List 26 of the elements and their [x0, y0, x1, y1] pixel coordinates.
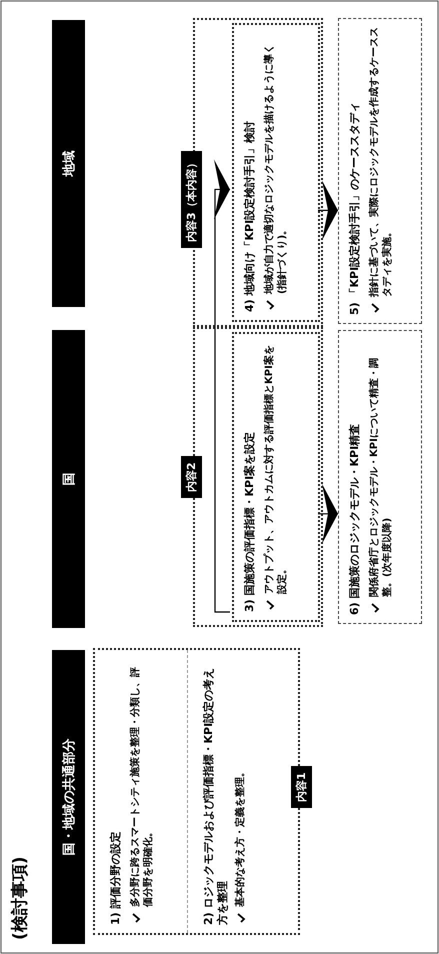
column-header: 地域 — [52, 20, 85, 307]
task-box — [338, 18, 422, 324]
column-header: 国・地域の共通部分 — [52, 650, 85, 944]
arrow — [318, 484, 338, 544]
task-description: アウトプット、アウトカムに対する評価指標とKPI案を設定。 — [263, 344, 289, 594]
task-heading: 5) 「KPI設定検討手引」のケーススタディ — [348, 100, 362, 315]
group-tag: 内容3（本内容） — [181, 151, 202, 248]
task-box — [232, 23, 320, 322]
title: (検討事項) — [9, 856, 31, 940]
group-tag: 内容2 — [181, 456, 202, 498]
task-heading: 2) ロジックモデルおよび評価指標・KPI設定の考え方を整理 — [202, 666, 230, 925]
task-heading: 1) 評価分野の設定 — [109, 830, 123, 925]
task-description: 地域が自力で適切なロジックモデルを描けるように導く(指針づくり)。 — [263, 43, 289, 294]
task-heading: 3) 国施策の評価指標・KPI案を設定 — [243, 430, 257, 612]
task-heading: 4) 地域向け「KPI設定検討手引」検討 — [243, 120, 257, 312]
arrow — [318, 180, 338, 240]
column-header: 国 — [52, 330, 85, 628]
task-description: 関係府省庁とロジックモデル・KPIについて精査・調整。(次年度以降) — [368, 357, 394, 597]
task-heading: 6) 国施策のロジックモデル・KPI精査 — [348, 422, 362, 615]
task-description: 多分野に跨るスマートシティ施策を整理・分類し、評価分野を明確化。 — [129, 666, 155, 907]
task-box — [338, 330, 422, 624]
group-tag: 内容1 — [291, 766, 312, 808]
task-description: 基本的な考え方・定義を整理。 — [234, 766, 247, 907]
task-description: 指針に基づいて、実際にロジックモデルを作成するケーススタディを実施。 — [368, 27, 394, 297]
arrow — [214, 159, 230, 613]
task-box — [232, 332, 320, 622]
